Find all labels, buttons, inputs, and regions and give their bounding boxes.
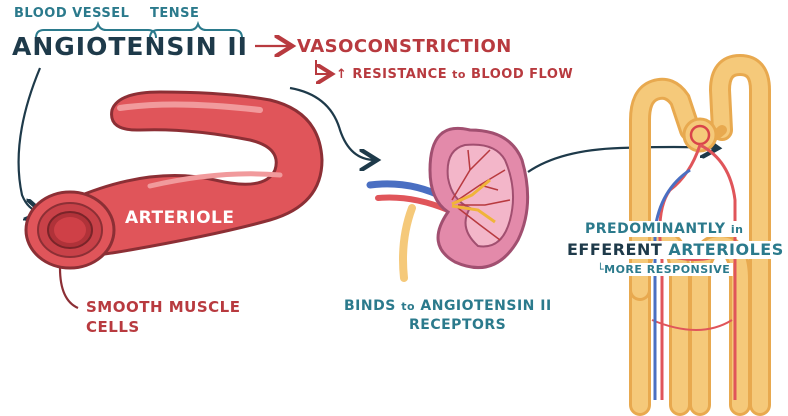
binds-to: to [401,300,415,313]
binds-suffix: ANGIOTENSIN II [420,298,551,314]
binds-prefix: BINDS [344,298,396,314]
resistance-label: ↑ RESISTANCE to BLOOD FLOW [336,68,573,81]
more-responsive-label: └MORE RESPONSIVE [594,263,733,276]
resistance-elbow-arrow [316,60,330,74]
efferent-text: EFFERENT [567,240,662,259]
smooth-muscle-line2: CELLS [86,320,140,335]
in-text: in [731,223,744,236]
more-responsive-text: MORE RESPONSIVE [604,263,730,276]
binds-label: BINDS to ANGIOTENSIN II [344,299,552,313]
arteriole-label: ARTERIOLE [125,210,235,227]
tense-label: TENSE [150,7,199,20]
resistance-prefix: ↑ RESISTANCE [336,67,447,82]
vasoconstriction-label: VASOCONSTRICTION [297,38,512,56]
resistance-to: to [452,68,466,81]
resistance-suffix: BLOOD FLOW [471,67,573,82]
smooth-muscle-pointer [60,268,78,308]
title-to-arteriole-arrow [19,68,40,212]
smooth-muscle-line1: SMOOTH MUSCLE [86,300,240,315]
arterioles-text: ARTERIOLES [668,240,783,259]
efferent-arterioles-label: EFFERENT ARTERIOLES [564,241,787,259]
receptors-label: RECEPTORS [409,318,506,332]
blood-vessel-label: BLOOD VESSEL [14,7,129,20]
angiotensin-title: ANGIOTENSIN II [12,34,248,59]
predominantly-label: PREDOMINANTLY in [582,221,746,237]
predominantly-text: PREDOMINANTLY [585,221,725,237]
